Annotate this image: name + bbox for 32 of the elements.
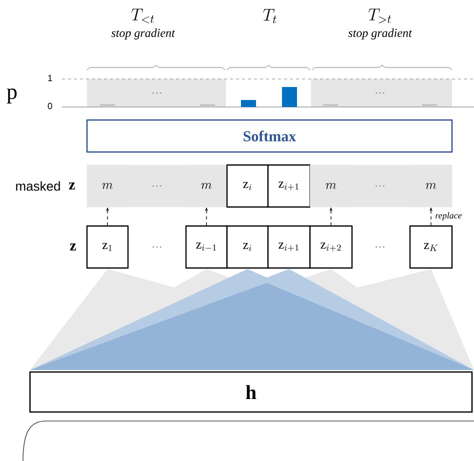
masked-cell: $m$ <box>310 164 352 208</box>
token-cell: $\mathrm{z}_{i-1}$ <box>185 225 228 269</box>
row-label: $\mathbf{z}$ <box>68 182 75 190</box>
token-cell: $\mathrm{z}_i$ <box>226 225 269 269</box>
masked-cell: $m$ <box>186 164 228 208</box>
tick-label: 1 <box>48 74 52 82</box>
masked-cell: $m$ <box>410 164 452 208</box>
segment-label: $T_{<t}$ <box>132 8 154 24</box>
segment-label: $T_t$ <box>263 9 276 24</box>
token-cell: $\mathrm{z}_{i+2}$ <box>309 225 353 269</box>
ellipsis: … <box>376 185 384 187</box>
row-label: masked <box>16 181 60 191</box>
ellipsis: … <box>376 92 384 94</box>
softmax-box: Softmax <box>86 119 453 153</box>
token-cell: $\mathrm{z}_{i+1}$ <box>267 164 311 208</box>
token-cell: $\mathrm{z}_1$ <box>86 225 129 269</box>
ellipsis: … <box>152 246 162 248</box>
tick-label: 0 <box>48 102 52 110</box>
annotation-text: stop gradient <box>348 28 412 40</box>
axis-label: p <box>6 88 17 104</box>
token-cell: $\mathrm{z}_{i+1}$ <box>267 225 311 269</box>
row-label: $\mathbf{z}$ <box>70 244 76 250</box>
masked-cell: $m$ <box>86 164 128 208</box>
edge-label: replace <box>436 212 462 220</box>
ellipsis: … <box>152 185 162 187</box>
hidden-state-box: $\mathbf{h}$ <box>29 371 473 413</box>
token-cell: $\mathrm{z}_i$ <box>226 164 269 208</box>
ellipsis: … <box>376 246 384 248</box>
token-cell: $\mathrm{z}_K$ <box>409 225 453 269</box>
segment-label: $T_{>t}$ <box>368 8 392 24</box>
ellipsis: … <box>152 92 162 94</box>
annotation-text: stop gradient <box>111 28 176 40</box>
